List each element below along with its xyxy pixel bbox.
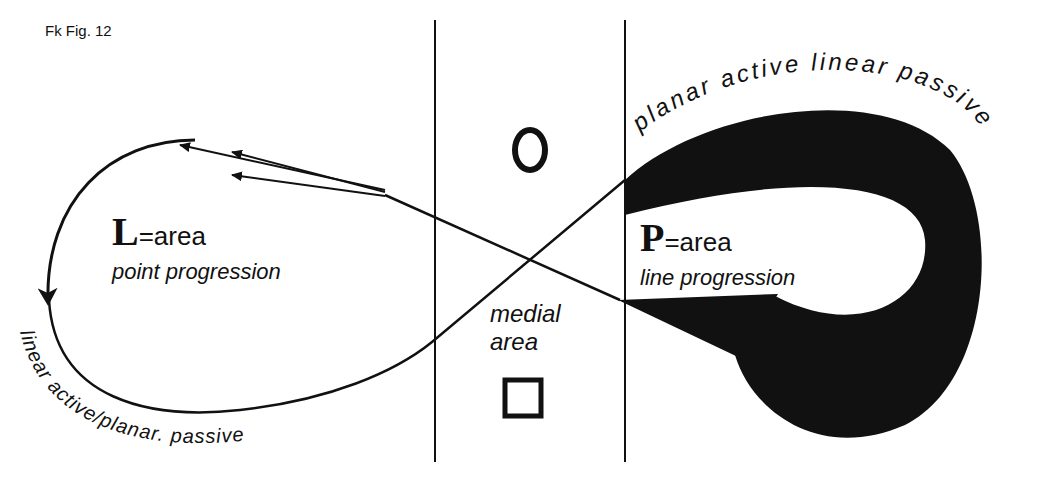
fan-arrow <box>232 175 385 196</box>
area-heading: medial area <box>490 300 570 355</box>
planar-arrowhead <box>618 294 778 357</box>
loop-line <box>49 180 625 412</box>
area-heading: L=area <box>112 208 281 255</box>
area-note: line progression <box>640 265 795 291</box>
crossing-line <box>385 195 620 300</box>
planar-band <box>625 110 982 438</box>
figure-number: Fk Fig. 12 <box>45 22 112 39</box>
linear-area: L=area point progression <box>112 208 281 285</box>
curve-label: planar active linear passive <box>626 48 1000 137</box>
curve-label: linear active/planar. passive <box>16 328 245 448</box>
medial-area: medial area <box>490 300 570 355</box>
square-symbol <box>505 380 541 416</box>
area-heading: P=area <box>640 214 795 261</box>
divider-line <box>434 20 436 462</box>
divider-line <box>624 20 626 462</box>
circle-symbol <box>515 130 545 170</box>
area-note: point progression <box>112 259 281 285</box>
planar-area: P=area line progression <box>640 214 795 291</box>
